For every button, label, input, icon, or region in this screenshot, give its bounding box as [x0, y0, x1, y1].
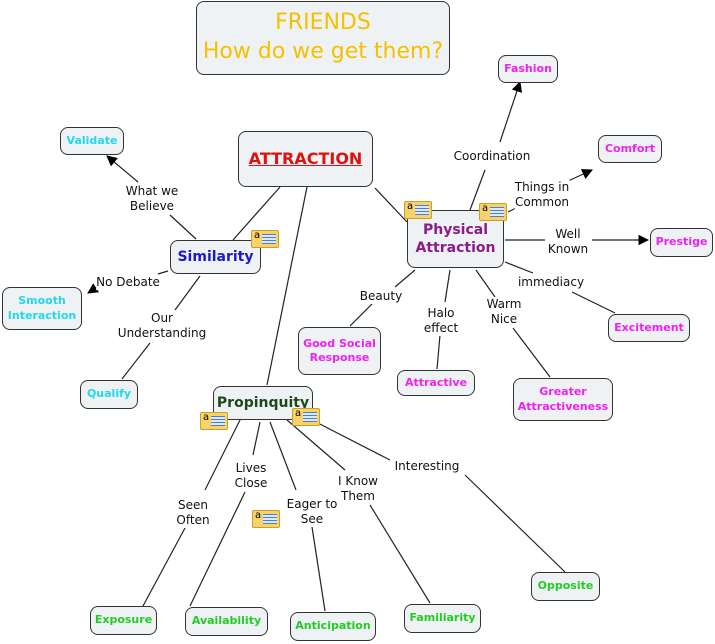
- note-letter: a: [295, 408, 302, 419]
- note-letter: a: [482, 203, 489, 214]
- link-no-debate: No Debate: [96, 275, 160, 290]
- link-interesting: Interesting: [394, 459, 460, 474]
- note-letter: a: [203, 412, 210, 423]
- link-halo-effect: Halo effect: [423, 306, 459, 336]
- node-availability[interactable]: Availability: [185, 607, 268, 636]
- node-excitement[interactable]: Excitement: [608, 314, 690, 342]
- title-line-1: FRIENDS: [275, 10, 371, 36]
- link-lives-close: Lives Close: [234, 461, 268, 491]
- node-smooth-interaction[interactable]: Smooth Interaction: [2, 287, 82, 330]
- node-qualify[interactable]: Qualify: [80, 380, 138, 409]
- node-attractive[interactable]: Attractive: [397, 370, 475, 396]
- node-opposite[interactable]: Opposite: [531, 572, 600, 601]
- link-what-we-believe: What we Believe: [125, 184, 179, 214]
- title-line-2: How do we get them?: [202, 39, 444, 64]
- node-comfort[interactable]: Comfort: [598, 135, 662, 163]
- note-icon[interactable]: a: [200, 412, 228, 430]
- note-icon[interactable]: a: [252, 510, 280, 528]
- note-letter: a: [407, 201, 414, 212]
- node-prestige[interactable]: Prestige: [650, 228, 713, 257]
- title-box: FRIENDS How do we get them?: [196, 1, 450, 75]
- link-seen-often: Seen Often: [176, 498, 210, 528]
- link-our-understanding: Our Understanding: [117, 311, 207, 341]
- node-propinquity[interactable]: Propinquity: [213, 386, 313, 420]
- node-anticipation[interactable]: Anticipation: [290, 612, 376, 641]
- note-icon[interactable]: a: [479, 203, 507, 221]
- node-similarity[interactable]: Similarity: [170, 240, 261, 274]
- link-eager-to-see: Eager to See: [286, 497, 338, 527]
- link-i-know-them: I Know Them: [338, 474, 378, 504]
- link-warm-nice: Warm Nice: [486, 297, 522, 327]
- node-familiarity[interactable]: Familiarity: [404, 604, 481, 633]
- node-good-social-response[interactable]: Good Social Response: [298, 327, 381, 375]
- note-icon[interactable]: a: [404, 201, 432, 219]
- link-well-known: Well Known: [547, 227, 589, 257]
- link-immediacy: immediacy: [517, 275, 585, 290]
- node-fashion[interactable]: Fashion: [498, 55, 558, 83]
- link-beauty: Beauty: [359, 289, 403, 304]
- node-validate[interactable]: Validate: [60, 127, 124, 155]
- link-things-in-common: Things in Common: [514, 180, 570, 210]
- link-coordination: Coordination: [453, 149, 531, 164]
- node-attraction[interactable]: ATTRACTION: [238, 131, 373, 187]
- note-icon[interactable]: a: [292, 408, 320, 426]
- note-icon[interactable]: a: [251, 230, 279, 248]
- node-exposure[interactable]: Exposure: [90, 606, 157, 635]
- node-physical-attraction[interactable]: Physical Attraction: [407, 210, 504, 268]
- note-letter: a: [254, 230, 261, 241]
- node-greater-attractiveness[interactable]: Greater Attractiveness: [513, 378, 613, 421]
- note-letter: a: [255, 510, 262, 521]
